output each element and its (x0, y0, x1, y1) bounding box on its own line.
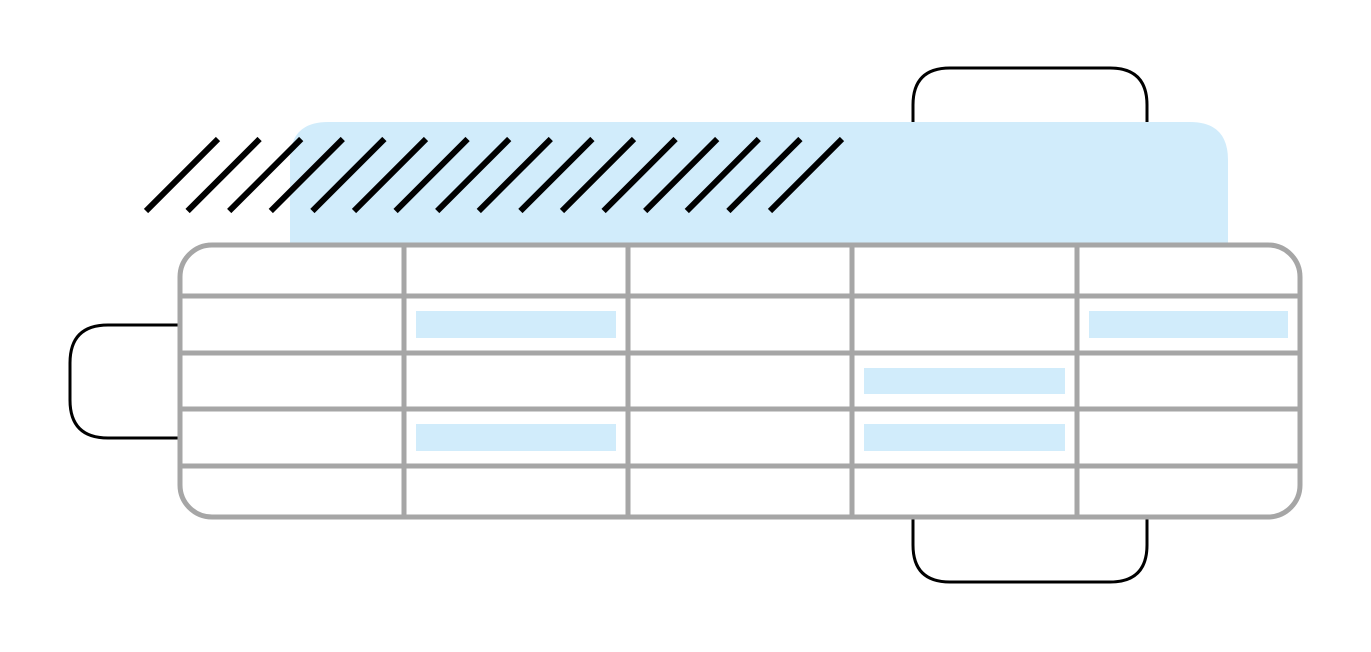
hatch-stroke (601, 136, 678, 214)
highlighted-cell (864, 368, 1065, 394)
hatch-stroke (351, 136, 429, 214)
table-grid (177, 242, 1303, 520)
hatch-stroke (476, 136, 553, 214)
hatch-stroke (227, 136, 304, 214)
hatch-stroke (393, 136, 470, 214)
hatch-pattern (143, 136, 845, 214)
left-tab-outline (68, 323, 180, 440)
hatch-stroke (518, 136, 595, 214)
hatch-stroke (185, 136, 262, 214)
hatch-stroke (143, 136, 221, 214)
highlighted-cell (416, 311, 616, 338)
hatch-stroke (268, 136, 345, 214)
hatch-stroke (684, 136, 761, 214)
hatch-stroke (726, 136, 803, 214)
hatch-stroke (767, 136, 845, 214)
highlighted-cell (416, 424, 616, 451)
highlighted-cells (416, 311, 1288, 451)
highlighted-cell (864, 424, 1065, 451)
hatch-stroke (643, 136, 720, 214)
bottom-tab-outline (911, 517, 1149, 584)
hatch-stroke (559, 136, 637, 214)
highlighted-cell (1089, 311, 1288, 338)
hatch-stroke (435, 136, 512, 214)
top-tab-outline (911, 66, 1149, 122)
hatch-stroke (310, 136, 387, 214)
table-outer-border (177, 242, 1303, 520)
